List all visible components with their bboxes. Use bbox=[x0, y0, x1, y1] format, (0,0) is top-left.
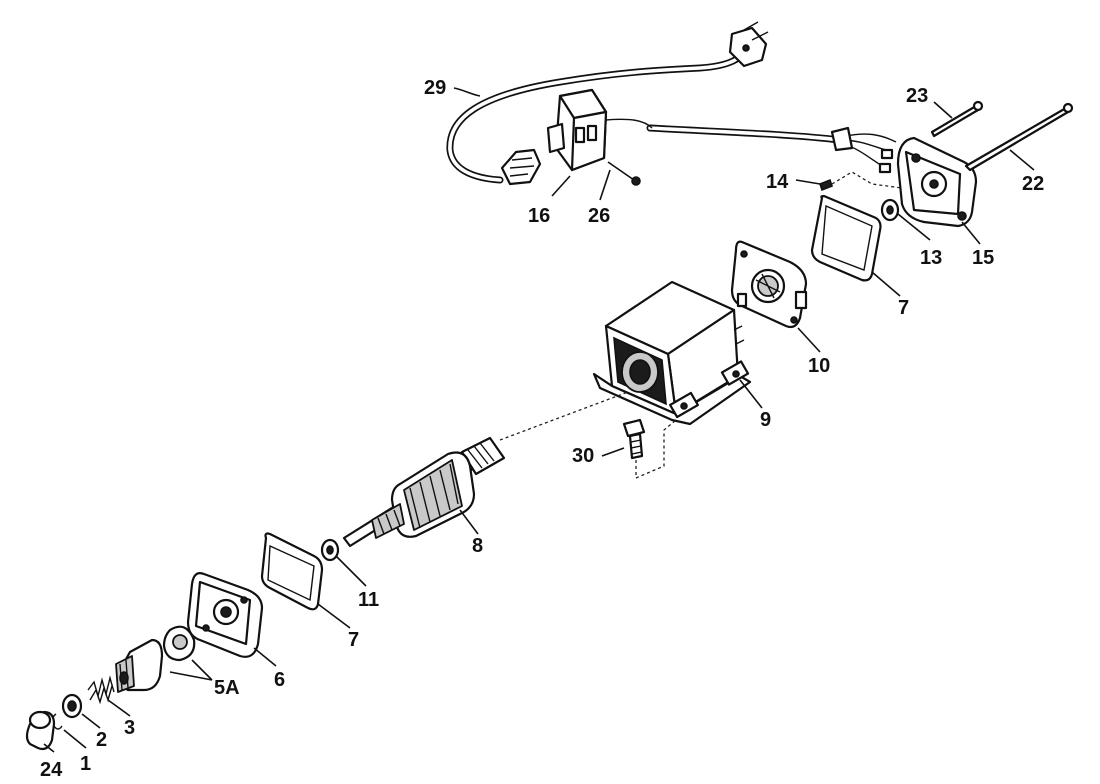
part-6-front-cap bbox=[186, 572, 264, 658]
part-30-mounting-bolt bbox=[622, 418, 677, 479]
part-3-spring bbox=[87, 675, 115, 705]
label-7-upper: 7 bbox=[898, 297, 909, 319]
label-15: 15 bbox=[972, 247, 994, 269]
label-29: 29 bbox=[424, 77, 446, 99]
label-30: 30 bbox=[572, 445, 594, 467]
part-8-armature bbox=[342, 391, 629, 548]
part-14-screw bbox=[819, 171, 903, 192]
part-11-washer bbox=[320, 538, 340, 562]
label-9: 9 bbox=[760, 409, 771, 431]
part-15-end-cap bbox=[830, 126, 978, 228]
part-24-cap bbox=[25, 710, 56, 751]
label-22: 22 bbox=[1022, 173, 1044, 195]
label-8: 8 bbox=[472, 535, 483, 557]
label-24: 24 bbox=[40, 759, 63, 781]
part-16-switch-box bbox=[546, 88, 653, 172]
label-26: 26 bbox=[588, 205, 610, 227]
part-7-gasket-upper bbox=[810, 194, 882, 282]
label-10: 10 bbox=[808, 355, 830, 377]
label-3: 3 bbox=[124, 717, 135, 739]
label-5a: 5A bbox=[214, 677, 240, 699]
part-10-brush-plate bbox=[730, 240, 808, 329]
part-5a-drive-assembly bbox=[115, 625, 196, 693]
label-16: 16 bbox=[528, 205, 550, 227]
part-26-screw bbox=[607, 161, 641, 186]
part-7-gasket-lower bbox=[260, 532, 324, 611]
leader-lines bbox=[43, 87, 1035, 753]
label-6: 6 bbox=[274, 669, 285, 691]
callout-labels: 29 16 26 23 22 14 13 15 7 10 9 30 8 11 7… bbox=[40, 77, 1044, 781]
label-1: 1 bbox=[80, 753, 91, 775]
label-14: 14 bbox=[766, 171, 789, 193]
label-23: 23 bbox=[906, 85, 928, 107]
label-11: 11 bbox=[358, 589, 379, 611]
part-9-motor-housing bbox=[592, 280, 752, 426]
label-13: 13 bbox=[920, 247, 942, 269]
part-29-power-cord bbox=[446, 21, 844, 186]
label-2: 2 bbox=[96, 729, 107, 751]
part-13-washer bbox=[880, 198, 900, 222]
part-22-through-bolt bbox=[964, 102, 1074, 172]
part-23-bolt bbox=[930, 100, 984, 138]
part-2-stop-nut bbox=[61, 693, 83, 719]
label-7-lower: 7 bbox=[348, 629, 359, 651]
